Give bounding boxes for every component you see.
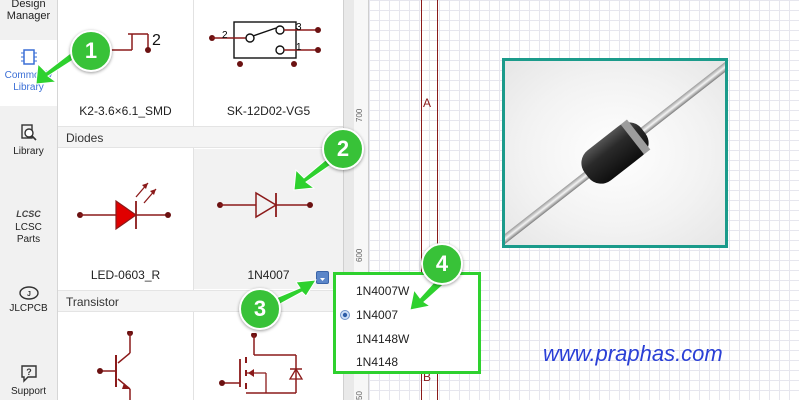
callout-badge-3: 3 xyxy=(239,288,281,330)
nav-lcsc-parts[interactable]: LCSC LCSC Parts xyxy=(0,206,57,258)
led-symbol xyxy=(77,182,171,231)
selected-radio-icon xyxy=(340,310,350,320)
sk-pin-left: 2 xyxy=(222,30,228,41)
mosfet-symbol xyxy=(219,333,304,394)
library-search-icon xyxy=(20,124,37,141)
nav-lcsc-line2: Parts xyxy=(16,234,41,245)
sk-pin-bottom: 1 xyxy=(296,42,302,53)
frame-marker-a: A xyxy=(423,96,432,110)
panel-scrollbar[interactable] xyxy=(343,0,354,400)
arrow-2-icon xyxy=(293,157,333,191)
library-cell-npn[interactable] xyxy=(58,313,193,400)
dropdown-option-1n4007w[interactable]: 1N4007W xyxy=(356,284,410,298)
nav-commonly-line2: Library xyxy=(13,82,44,93)
nav-support[interactable]: ? Support xyxy=(0,362,57,402)
dropdown-option-1n4148[interactable]: 1N4148 xyxy=(356,355,399,369)
callout-badge-4: 4 xyxy=(421,243,463,285)
left-nav: Design Manager Commonly Library Library … xyxy=(0,0,58,400)
arrow-1-icon xyxy=(35,51,77,85)
nav-commonly-line1: Commonly xyxy=(4,70,53,81)
dropdown-option-1n4148w[interactable]: 1N4148W xyxy=(356,332,410,346)
nav-library-label: Library xyxy=(13,146,44,157)
library-cell-label: LED-0603_R xyxy=(90,268,161,282)
variant-dropdown-button[interactable] xyxy=(316,271,329,284)
callout-badge-2: 2 xyxy=(322,128,364,170)
section-diodes: Diodes xyxy=(58,126,343,148)
watermark: www.praphas.com xyxy=(543,341,723,366)
nav-jlcpcb-label: JLCPCB xyxy=(9,303,48,314)
jlcpcb-logo-icon: J xyxy=(18,286,39,300)
diode-symbol xyxy=(217,191,313,219)
diode-component-image xyxy=(505,61,725,245)
arrow-3-icon xyxy=(275,279,317,305)
nav-design-manager[interactable]: Design Manager xyxy=(0,0,57,38)
frame-marker-b: B xyxy=(423,370,432,384)
diode-photo xyxy=(502,58,728,248)
nav-support-label: Support xyxy=(10,386,47,397)
library-cell-led[interactable]: LED-0603_R xyxy=(58,149,193,289)
k2-pin-number: 2 xyxy=(152,32,161,49)
lcsc-logo-icon: LCSC xyxy=(16,209,41,219)
library-cell-label: K2-3.6×6.1_SMD xyxy=(79,104,172,118)
nav-lcsc-line1: LCSC xyxy=(15,222,42,233)
nav-design-manager-line1: Design xyxy=(11,0,46,10)
library-cell-label: 1N4007 xyxy=(247,268,290,282)
slide-switch-symbol xyxy=(209,21,321,67)
nav-jlcpcb[interactable]: J JLCPCB xyxy=(0,285,57,325)
npn-transistor-symbol xyxy=(97,331,133,400)
nav-library[interactable]: Library xyxy=(0,122,57,170)
callout-badge-1: 1 xyxy=(70,30,112,72)
svg-text:?: ? xyxy=(26,367,32,377)
svg-text:J: J xyxy=(27,291,31,298)
chevron-down-icon xyxy=(320,278,325,281)
chip-icon xyxy=(20,49,37,65)
dropdown-option-1n4007[interactable]: 1N4007 xyxy=(356,308,399,322)
sk-pin-top: 3 xyxy=(296,22,302,33)
frame-border-line xyxy=(421,0,422,400)
library-cell-sk12d02[interactable]: 2 3 1 SK-12D02-VG5 xyxy=(194,0,343,126)
help-icon: ? xyxy=(20,365,37,383)
nav-design-manager-line2: Manager xyxy=(6,10,51,22)
arrow-4-icon xyxy=(409,277,445,311)
library-cell-label: SK-12D02-VG5 xyxy=(226,104,311,118)
variant-dropdown: 1N4007W 1N4007 1N4148W 1N4148 xyxy=(333,272,481,374)
frame-border-line xyxy=(437,0,438,400)
